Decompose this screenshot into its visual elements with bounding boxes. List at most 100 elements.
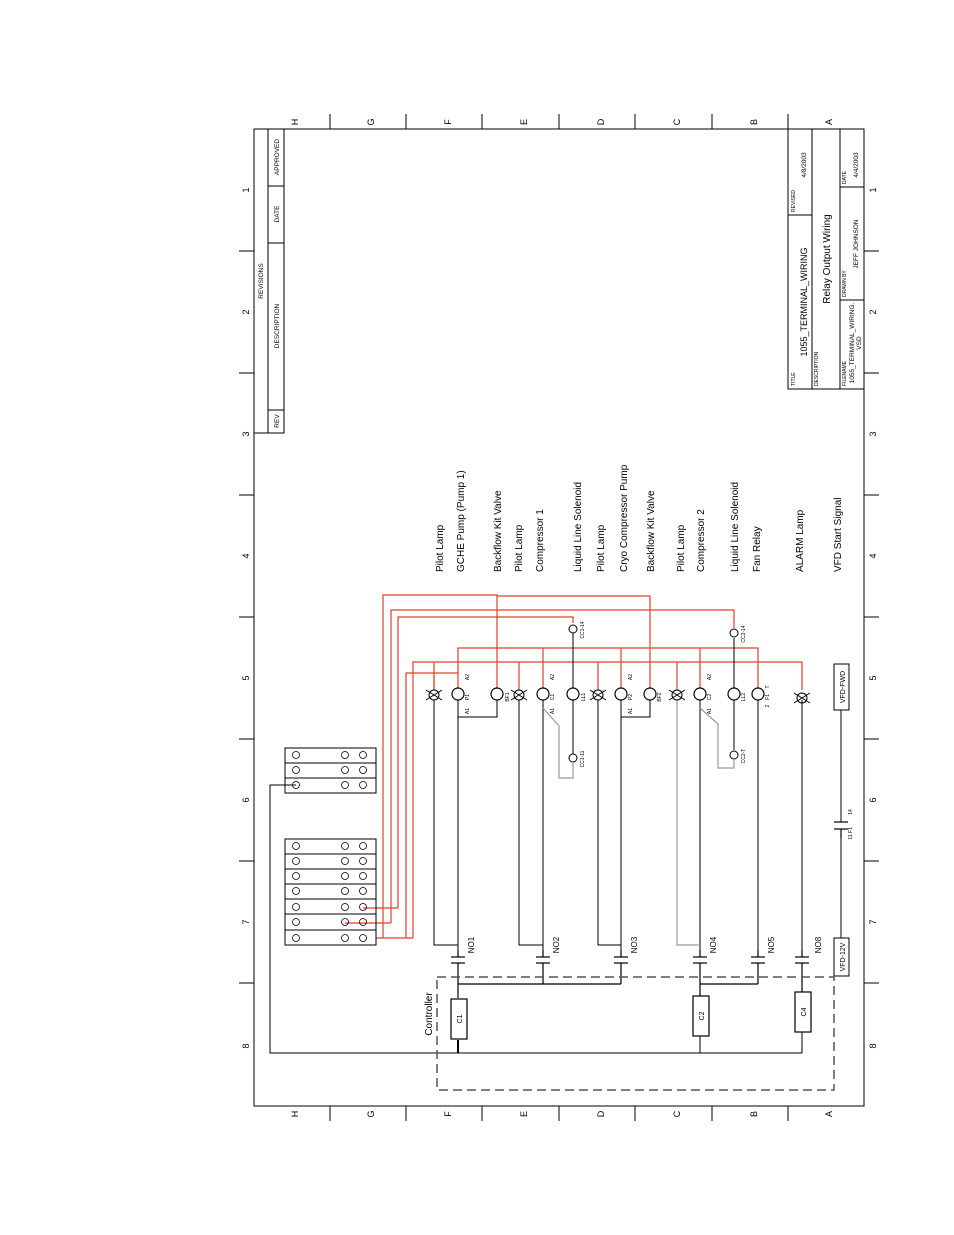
svg-text:CC1-11: CC1-11 [580,750,586,767]
svg-text:C2: C2 [699,1011,706,1020]
vfd-fwd-box: VFD-FWD [833,663,850,711]
svg-text:VFD Start Signal: VFD Start Signal [833,498,844,572]
svg-text:C: C [672,1110,682,1117]
c2-coil-icon [693,687,707,701]
svg-text:Pilot Lamp: Pilot Lamp [514,524,525,572]
svg-text:A1: A1 [550,708,556,714]
svg-text:A2: A2 [628,674,634,680]
svg-text:A1: A1 [707,708,713,714]
svg-text:BF2: BF2 [657,692,663,701]
load-labels: Pilot Lamp GCHE Pump (Pump 1) Backflow K… [435,464,844,572]
common-c1 [450,998,468,1040]
svg-text:6: 6 [241,797,251,802]
svg-text:Backflow Kit Valve: Backflow Kit Valve [493,490,504,572]
revisions-block: REVISIONS REV DESCRIPTION DATE APPROVED [253,128,285,434]
svg-text:Cryo Compressor Pump: Cryo Compressor Pump [619,464,630,572]
svg-text:DESCRIPTION: DESCRIPTION [814,351,820,386]
svg-text:5: 5 [241,675,251,680]
terminal-cc2-14-icon [729,628,739,638]
svg-text:2: 2 [241,309,251,314]
svg-text:A1: A1 [628,708,634,714]
black-wires [269,633,842,1054]
svg-text:TITLE: TITLE [791,372,797,386]
zone-letters-top: H G F E D C B A [290,118,834,125]
svg-text:3: 3 [868,431,878,436]
svg-text:H: H [290,1111,300,1118]
svg-text:4: 4 [241,553,251,558]
contact-no8-icon [795,950,809,992]
svg-text:Pilot Lamp: Pilot Lamp [435,524,446,572]
svg-text:7: 7 [241,919,251,924]
vfd-12v-box: VFD-12V [833,937,850,977]
contact-no5-icon [751,950,765,984]
svg-text:Liquid Line Solenoid: Liquid Line Solenoid [573,482,584,572]
bf2-coil-icon [643,687,657,701]
svg-text:NO2: NO2 [552,936,561,953]
svg-text:REVISIONS: REVISIONS [258,263,265,299]
svg-text:14: 14 [848,809,854,815]
svg-text:3: 3 [241,431,251,436]
contact-no4-icon [693,950,707,996]
common-c4 [794,991,812,1033]
svg-text:11: 11 [848,834,854,839]
svg-text:FILENAME: FILENAME [842,360,848,386]
svg-text:REV: REV [274,414,281,428]
contact-no1-icon [451,950,465,998]
zone-numbers-left: 1 2 3 4 5 6 7 8 [241,187,251,1048]
svg-text:T: T [765,685,771,688]
svg-text:C1: C1 [550,694,556,701]
svg-text:VSD: VSD [856,336,863,350]
svg-text:DATE: DATE [842,170,848,184]
svg-text:F1: F1 [848,827,854,833]
svg-text:NO5: NO5 [767,936,776,953]
relay-output-contacts [451,950,809,998]
svg-text:P2: P2 [628,694,634,700]
svg-text:Compressor 2: Compressor 2 [696,509,707,572]
pilot-lamp-icons [425,689,811,704]
f1-contact-icon [834,821,848,838]
red-supply-wires [345,594,803,939]
svg-text:F: F [443,1111,453,1117]
contact-no2-icon [536,950,550,984]
svg-text:E: E [519,1111,529,1117]
svg-text:7: 7 [868,919,878,924]
svg-text:NO8: NO8 [814,936,823,953]
svg-text:NO1: NO1 [467,936,476,953]
pilot-lamp-icon [510,689,528,701]
svg-text:8: 8 [868,1043,878,1048]
coil-icons [451,624,765,763]
controller-box: Controller C1 C2 C4 [424,976,835,1091]
zone-numbers-right: 1 2 3 4 5 6 7 8 [868,187,878,1048]
ll2-coil-icon [727,687,741,701]
svg-text:Compressor 1: Compressor 1 [535,509,546,572]
svg-text:Pilot Lamp: Pilot Lamp [676,524,687,572]
svg-text:G: G [366,118,376,125]
gray-wires [542,700,735,946]
svg-text:NO3: NO3 [630,936,639,953]
common-c2 [692,995,710,1037]
svg-text:5: 5 [868,675,878,680]
drawing-revised-date: 4/8/2003 [801,152,808,178]
output-labels: NO1 NO2 NO3 NO4 NO5 NO8 [467,936,823,953]
svg-text:G: G [366,1110,376,1117]
svg-text:LL1: LL1 [581,693,587,702]
terminal-cc1-14-icon [568,624,578,634]
title-block: TITLE REVISED DESCRIPTION FILENAME DRAWN… [787,128,865,390]
terminal-block-lower [284,838,377,946]
svg-text:A: A [824,1111,834,1117]
pilot-lamp-icon [589,689,607,701]
svg-text:E: E [519,119,529,125]
svg-text:VFD-12V: VFD-12V [840,942,847,971]
terminal-cc1-11-icon [568,753,578,763]
svg-text:BF1: BF1 [505,692,511,701]
svg-text:APPROVED: APPROVED [274,139,281,175]
svg-text:A2: A2 [550,674,556,680]
svg-text:1: 1 [868,187,878,192]
svg-text:B: B [749,1111,759,1117]
svg-text:B: B [749,119,759,125]
svg-text:REVISED: REVISED [791,190,797,212]
svg-text:A1: A1 [465,708,471,714]
alarm-lamp-icon [793,692,811,704]
terminal-cc2-t-icon [729,750,739,760]
svg-text:6: 6 [868,797,878,802]
